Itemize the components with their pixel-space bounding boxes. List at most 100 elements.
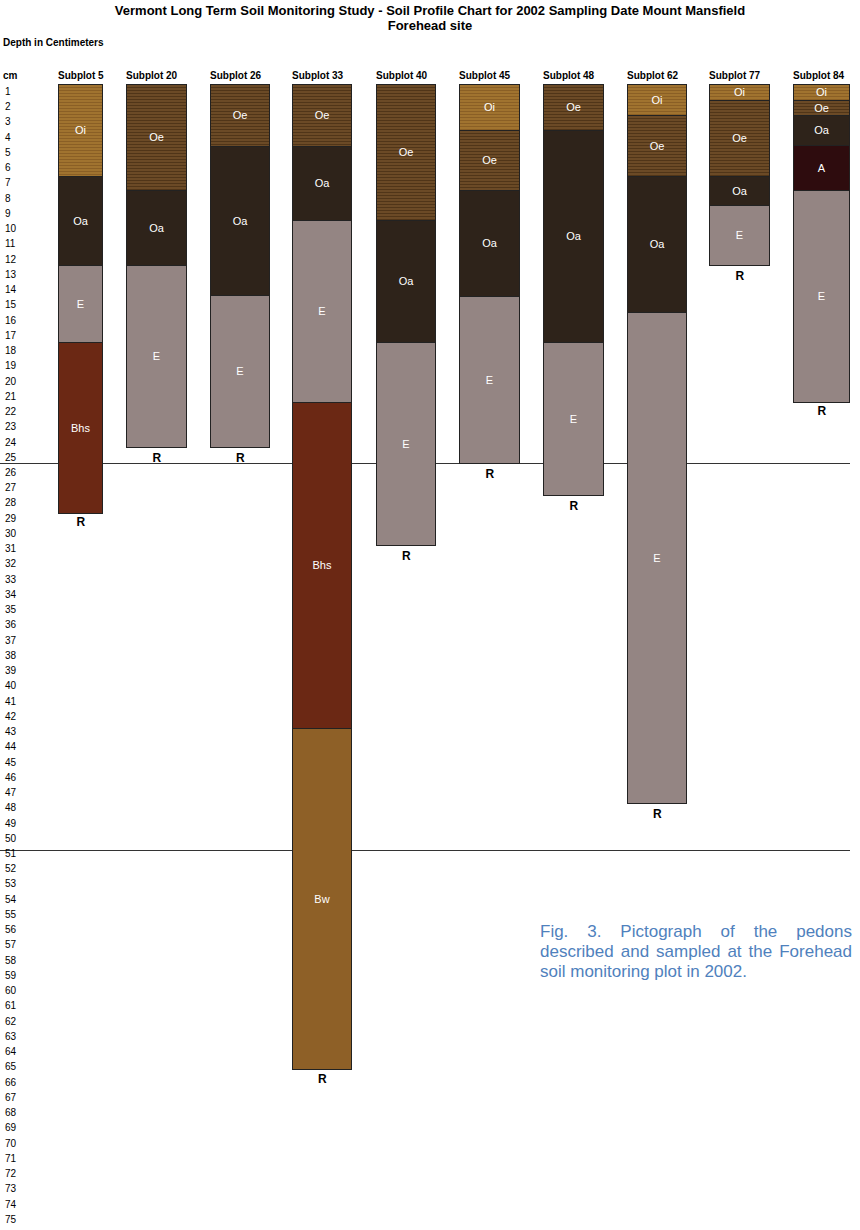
- depth-number: 40: [5, 680, 16, 692]
- depth-number: 66: [5, 1077, 16, 1089]
- soil-horizon: Oa: [58, 176, 103, 266]
- depth-number: 26: [5, 467, 16, 479]
- soil-horizon: Bhs: [58, 342, 103, 514]
- depth-number: 36: [5, 619, 16, 631]
- subplot-header: Subplot 84: [793, 70, 844, 81]
- depth-number: 61: [5, 1000, 16, 1012]
- subplot-header: Subplot 33: [292, 70, 343, 81]
- depth-number: 9: [5, 208, 11, 220]
- depth-number: 20: [5, 376, 16, 388]
- depth-line: [0, 850, 850, 851]
- rock-label: R: [818, 404, 827, 418]
- depth-number: 14: [5, 284, 16, 296]
- soil-horizon: Oa: [459, 190, 520, 297]
- horizon-label: Bhs: [313, 560, 332, 571]
- horizon-label: Oi: [816, 87, 827, 98]
- horizon-label: Bw: [314, 894, 329, 905]
- subplot-header: Subplot 5: [58, 70, 104, 81]
- depth-number: 34: [5, 589, 16, 601]
- soil-horizon: E: [793, 190, 850, 403]
- depth-number: 11: [5, 238, 15, 250]
- horizon-label: Oi: [734, 87, 745, 98]
- horizon-label: E: [818, 291, 825, 302]
- soil-horizon: Oa: [627, 176, 687, 313]
- subplot-header: Subplot 40: [376, 70, 427, 81]
- subplot-header: Subplot 26: [210, 70, 261, 81]
- horizon-label: Oa: [814, 125, 829, 136]
- depth-number: 27: [5, 482, 16, 494]
- depth-number: 73: [5, 1183, 16, 1195]
- soil-horizon: Oe: [210, 84, 270, 147]
- rock-label: R: [486, 467, 495, 481]
- depth-number: 35: [5, 604, 16, 616]
- soil-horizon: Oa: [126, 190, 187, 266]
- rock-label: R: [653, 807, 662, 821]
- horizon-label: A: [818, 163, 825, 174]
- depth-number: 33: [5, 574, 16, 586]
- soil-horizon: Oi: [459, 84, 520, 131]
- soil-horizon: Oa: [709, 176, 770, 206]
- depth-number: 63: [5, 1031, 16, 1043]
- horizon-label: Oe: [732, 133, 747, 144]
- horizon-label: Oe: [814, 103, 829, 114]
- soil-horizon: Oe: [627, 115, 687, 177]
- depth-number: 18: [5, 345, 16, 357]
- axis-title: Depth in Centimeters: [3, 37, 104, 48]
- horizon-label: Oa: [650, 239, 665, 250]
- soil-horizon: E: [292, 220, 352, 403]
- depth-number: 39: [5, 665, 16, 677]
- horizon-label: Oi: [484, 102, 495, 113]
- soil-horizon: Oe: [376, 84, 436, 221]
- depth-number: 57: [5, 939, 16, 951]
- depth-number: 59: [5, 970, 16, 982]
- depth-number: 54: [5, 894, 16, 906]
- depth-number: 31: [5, 543, 16, 555]
- figure-caption: Fig. 3. Pictograph of the pedons describ…: [540, 922, 852, 982]
- depth-number: 21: [5, 391, 16, 403]
- soil-horizon: Oi: [793, 84, 850, 101]
- subplot-header: Subplot 48: [543, 70, 594, 81]
- chart-title: Vermont Long Term Soil Monitoring Study …: [112, 3, 748, 33]
- depth-number: 10: [5, 223, 16, 235]
- horizon-label: E: [402, 439, 409, 450]
- depth-number: 62: [5, 1016, 16, 1028]
- soil-horizon: Oe: [793, 100, 850, 116]
- horizon-label: E: [318, 306, 325, 317]
- depth-number: 51: [5, 848, 16, 860]
- soil-horizon: E: [709, 205, 770, 266]
- horizon-label: Oe: [650, 141, 665, 152]
- depth-number: 75: [5, 1214, 16, 1226]
- soil-horizon: Bw: [292, 728, 352, 1070]
- depth-number: 58: [5, 955, 16, 967]
- rock-label: R: [402, 549, 411, 563]
- horizon-label: Oa: [315, 178, 330, 189]
- horizon-label: E: [653, 553, 660, 564]
- depth-number: 64: [5, 1046, 16, 1058]
- depth-number: 67: [5, 1092, 16, 1104]
- depth-number: 1: [5, 86, 11, 98]
- depth-number: 16: [5, 315, 16, 327]
- soil-horizon: E: [376, 342, 436, 546]
- horizon-label: E: [153, 351, 160, 362]
- depth-number: 42: [5, 711, 16, 723]
- soil-horizon: Oa: [543, 130, 604, 343]
- depth-number: 23: [5, 421, 16, 433]
- depth-number: 32: [5, 558, 16, 570]
- depth-number: 5: [5, 147, 11, 159]
- horizon-label: E: [486, 375, 493, 386]
- subplot-header: Subplot 77: [709, 70, 760, 81]
- rock-label: R: [153, 451, 162, 465]
- horizon-label: E: [77, 299, 84, 310]
- soil-horizon: E: [210, 295, 270, 448]
- depth-number: 52: [5, 863, 16, 875]
- horizon-label: Oa: [149, 223, 164, 234]
- depth-number: 72: [5, 1168, 16, 1180]
- soil-horizon: Oe: [459, 130, 520, 191]
- soil-horizon: E: [627, 312, 687, 804]
- horizon-label: Oa: [482, 238, 497, 249]
- horizon-label: Oe: [482, 155, 497, 166]
- soil-horizon: Oe: [709, 100, 770, 177]
- depth-number: 47: [5, 787, 16, 799]
- horizon-label: Oe: [233, 110, 248, 121]
- horizon-label: Oe: [149, 132, 164, 143]
